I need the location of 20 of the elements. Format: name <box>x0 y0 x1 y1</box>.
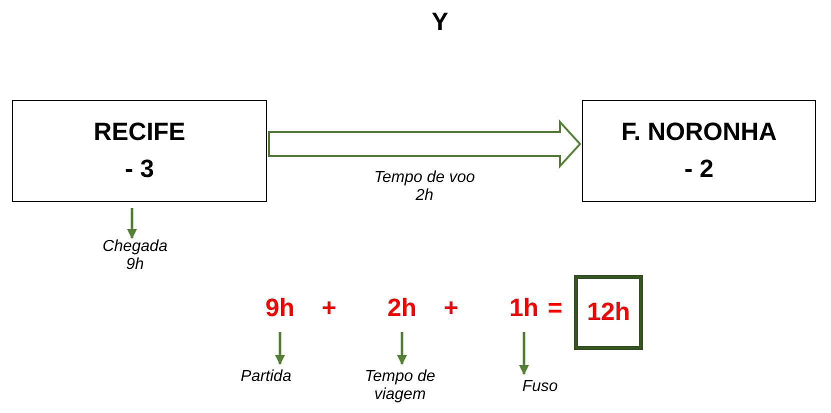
arrival-note: Chegada 9h <box>95 238 175 288</box>
arrow <box>275 332 285 365</box>
time-value: 9h <box>258 294 302 326</box>
location-box: RECIFE - 3 <box>12 100 267 202</box>
arrow <box>127 208 137 239</box>
step-note: Partida <box>230 368 302 390</box>
operator-sign: = <box>546 294 564 323</box>
result-box: 12h <box>574 275 643 350</box>
step-note: Tempo de viagem <box>350 368 450 413</box>
step-note: Fuso <box>515 378 565 400</box>
operator-sign: + <box>442 294 460 323</box>
edge-label: Tempo de voo 2h <box>373 169 476 205</box>
arrow <box>519 332 529 375</box>
diagram-title: Y <box>430 8 450 37</box>
time-value: 2h <box>380 294 424 326</box>
time-value: 1h <box>503 294 545 326</box>
location-box: F. NORONHA - 2 <box>582 100 816 202</box>
arrow <box>397 332 407 365</box>
operator-sign: + <box>320 294 338 323</box>
block-arrow <box>268 119 582 169</box>
